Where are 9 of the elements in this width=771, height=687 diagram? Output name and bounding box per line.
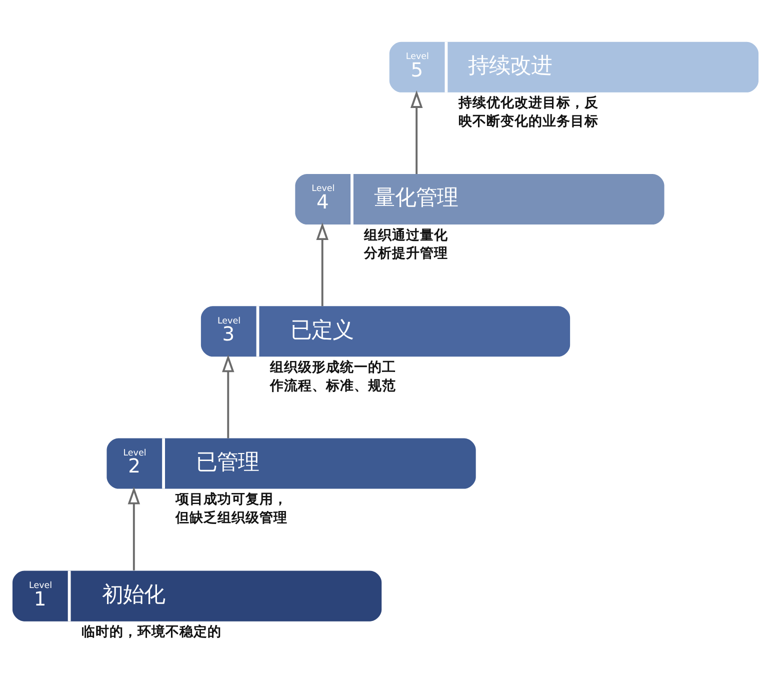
arrow <box>222 354 234 438</box>
node-label: 临时的，环境不稳定的 <box>81 624 222 640</box>
node-label: 组织通过量化分析提升管理 <box>364 227 448 262</box>
node-label: 组织级形成统一的工作流程、标准、规范 <box>270 359 396 394</box>
arrow <box>128 486 140 570</box>
node-label: 项目成功可复用，但缺乏组织级管理 <box>176 491 288 526</box>
node-label: 持续优化改进目标，反映不断变化的业务目标 <box>458 95 598 130</box>
arrow <box>316 222 328 306</box>
arrow <box>410 90 423 174</box>
